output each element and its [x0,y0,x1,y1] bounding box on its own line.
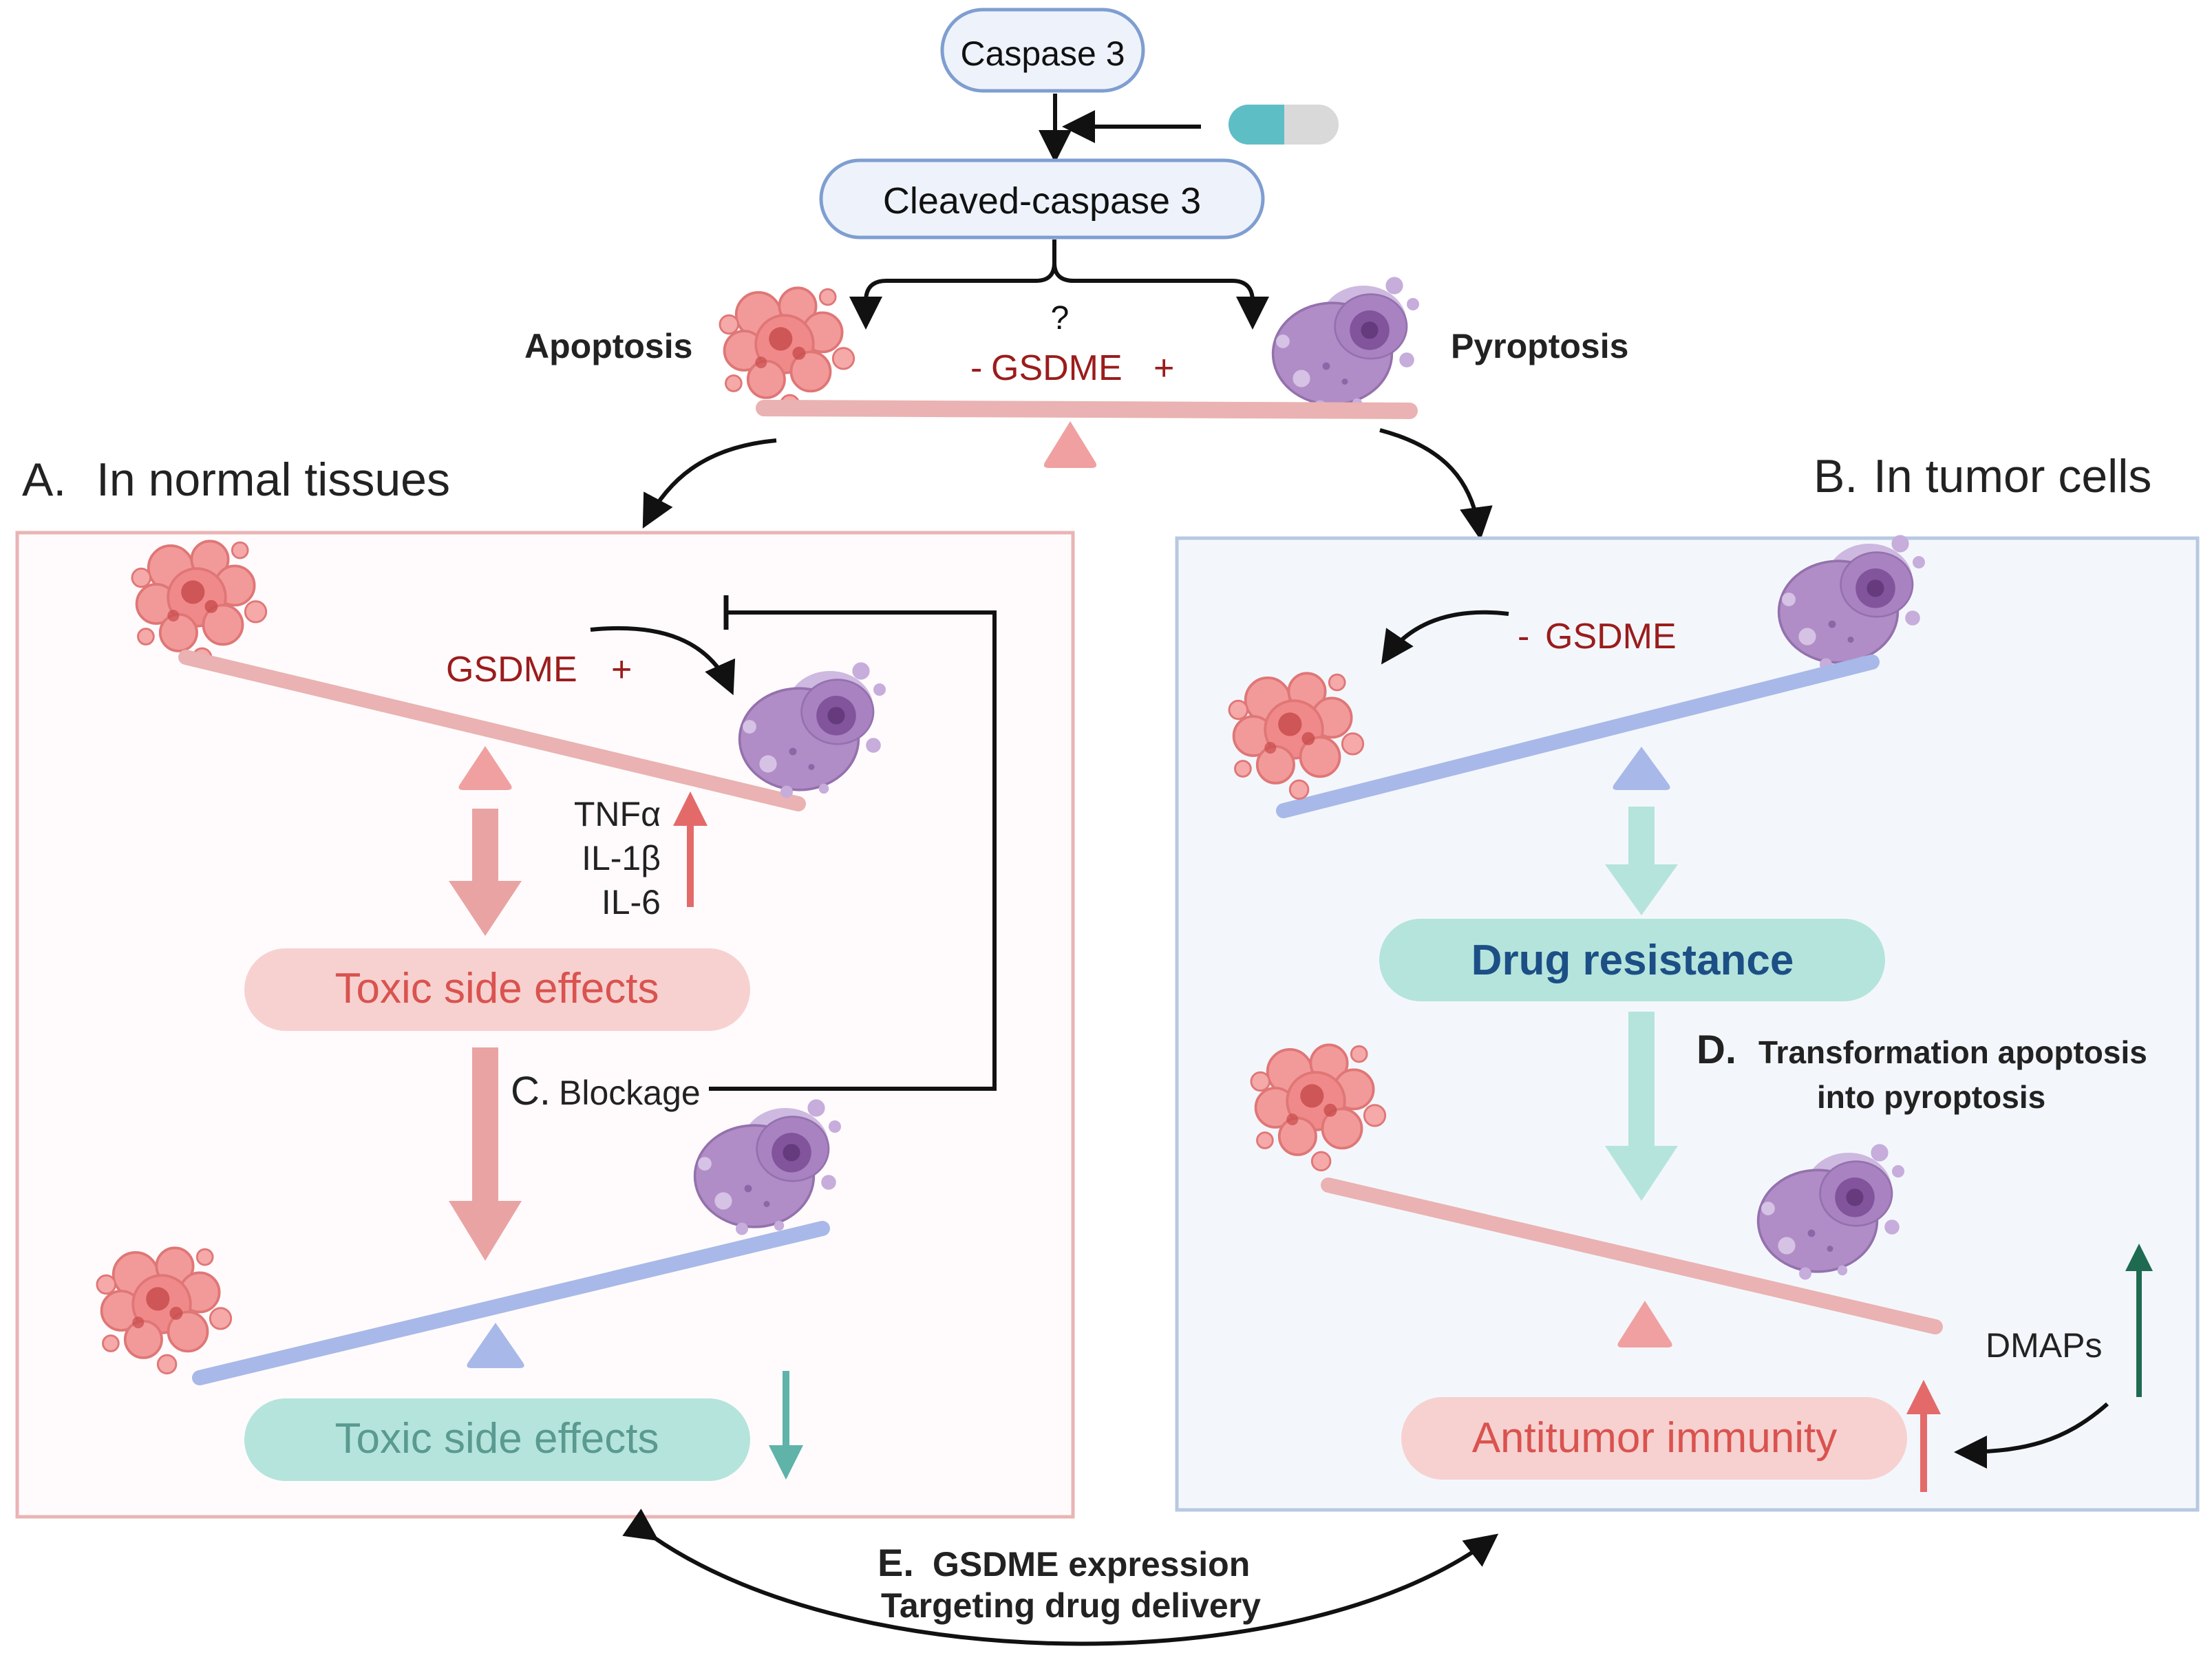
arrow-to-panel-b [1379,428,1493,540]
cleaved-caspase3-box [819,158,1265,239]
panel-b-lower-arrow-head [1605,1146,1678,1201]
cleaved-caspase3-label: Cleaved-caspase 3 [883,180,1201,222]
caspase3-label: Caspase 3 [960,34,1125,73]
panel-b-upper-fulcrum [1613,747,1670,790]
question-mark: ? [1051,300,1070,337]
panel-b-upper-beam [1276,654,1880,818]
dmaps-label: DMAPs [1986,1326,2102,1365]
blockage-text: Blockage [559,1074,701,1112]
panel-d-letter: D. [1697,1027,1736,1072]
panel-b-lower-beam [1321,1178,1943,1334]
panel-b-box [1175,536,2200,1512]
bottom-double-arrow [622,1509,1499,1646]
panel-d-line2: into pyroptosis [1817,1079,2045,1115]
panel-a-upper-fulcrum [458,746,512,790]
panel-a-gsdme-plus: + [611,650,632,690]
panel-e-line2: Targeting drug delivery [881,1586,1261,1625]
panel-a-lower-arrow-head [449,1201,522,1261]
cytokine-tnfa: TNFα [574,795,661,833]
panel-d-line1: Transformation apoptosis [1758,1034,2147,1070]
top-balance-beam [756,400,1418,419]
panel-a-toxic-upper-pill [244,948,750,1031]
panel-a-upper-double-arrow-head [449,881,522,936]
apoptotic-cell-icon [719,286,855,415]
dmaps-to-immunity-arrow [1954,1402,2109,1469]
drug-capsule-icon [1229,105,1339,145]
gsdme-to-pyroptosis-arrow [590,626,736,696]
gsdme-top-label: GSDME [991,348,1123,388]
panel-b-gsdme-minus: - [1518,617,1529,657]
panel-b-upper-arrow-head [1605,864,1678,915]
blockage-letter: C. [511,1069,551,1114]
panel-a-toxic-lower-pill [244,1398,750,1481]
panel-b-title: In tumor cells [1873,450,2151,502]
drug-resistance-label: Drug resistance [1471,937,1794,984]
pyroptotic-cell-icon [1271,275,1421,414]
antitumor-immunity-pill [1401,1397,1907,1480]
panel-e-letter: E. [878,1541,914,1584]
fork-connector [849,239,1056,330]
panel-a-toxic-lower-label: Toxic side effects [335,1415,659,1462]
panel-a-title: In normal tissues [96,454,450,506]
gsdme-plus: + [1153,348,1174,388]
panel-a-lower-beam [192,1221,830,1385]
blockage-feedback-line [709,610,997,1091]
panel-a-letter: A. [22,454,66,506]
panel-b-lower-fulcrum [1617,1301,1672,1347]
panel-a-lower-fulcrum [467,1323,524,1368]
panel-e-line1: GSDME expression [933,1545,1250,1584]
pyroptosis-label: Pyroptosis [1451,327,1628,365]
caspase3-box [940,8,1145,93]
panel-a-toxic-upper-label: Toxic side effects [335,965,659,1012]
panel-a-upper-beam [178,650,806,811]
gsdme-minus: - [970,348,982,388]
cytokine-il1b: IL-1β [582,839,661,877]
panel-b-gsdme: GSDME [1545,617,1677,657]
drug-resistance-pill [1379,919,1885,1001]
apoptosis-label: Apoptosis [524,327,692,365]
antitumor-immunity-label: Antitumor immunity [1472,1414,1838,1462]
arrow-to-panel-a [642,438,777,529]
fork-connector-right [1052,262,1269,330]
top-balance-fulcrum [1043,421,1097,468]
panel-a-gsdme: GSDME [446,650,577,690]
cytokine-il6: IL-6 [602,883,661,921]
gsdme-to-apoptosis-arrow [1381,610,1509,665]
panel-b-letter: B. [1814,450,1858,502]
